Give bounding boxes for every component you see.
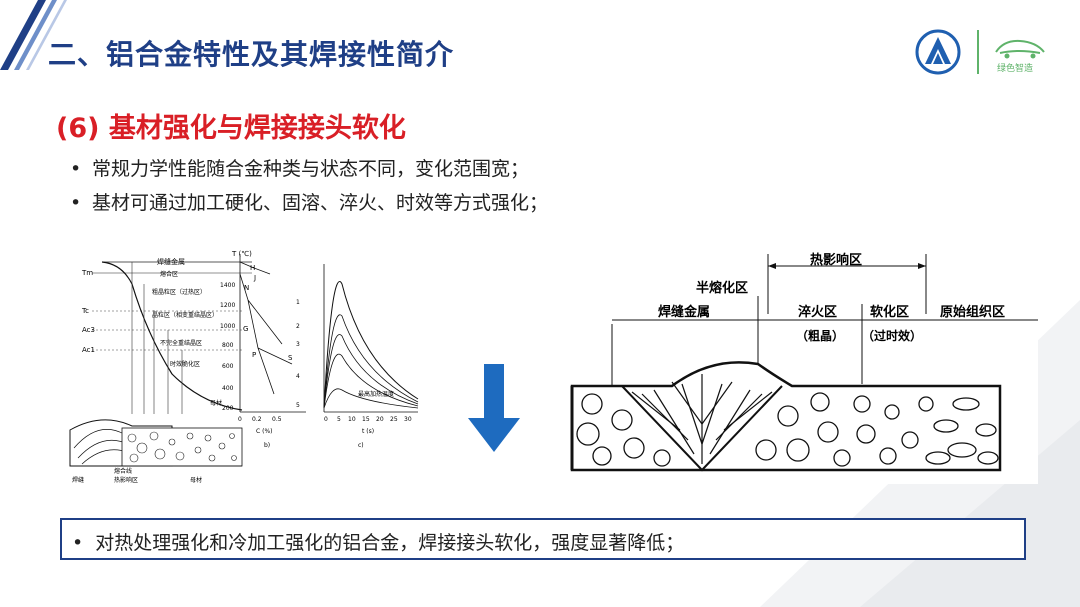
letter: G xyxy=(243,325,248,333)
green-car-logo-icon xyxy=(995,39,1045,59)
letter: S xyxy=(288,354,293,362)
label-original: 原始组织区 xyxy=(940,304,1005,320)
number: 4 xyxy=(296,373,300,380)
number: 2 xyxy=(296,323,300,330)
temp-tick: 400 xyxy=(222,385,234,392)
page-title: 二、铝合金特性及其焊接性简介 xyxy=(48,38,455,71)
label-normal: 晶粒区（相变重结晶区） xyxy=(152,311,218,319)
label-parent: 母材 xyxy=(190,476,202,484)
bullet-list: •常规力学性能随合金种类与状态不同，变化范围宽； •基材可通过加工硬化、固溶、淬… xyxy=(70,152,548,220)
label-weld: 焊缝 xyxy=(72,476,84,484)
label-fusion-line: 熔合线 xyxy=(114,467,132,475)
t-axis-label: t (s) xyxy=(362,428,374,435)
label-max-temp: 最高加热温度 xyxy=(358,390,394,398)
number: 3 xyxy=(296,341,300,348)
letter: H xyxy=(250,264,255,272)
label-over-aged: （过时效） xyxy=(862,328,922,343)
label-soft: 软化区 xyxy=(870,304,909,320)
c-tick: 0.2 xyxy=(252,416,262,423)
c-tick: 0.5 xyxy=(272,416,282,423)
mark-ac1: Ac1 xyxy=(82,346,95,354)
weld-zone-diagram: 焊缝金属 T (℃) Tm 熔合区 粗晶粒区（过热区） Tc 晶粒区（相变重结晶… xyxy=(62,244,426,490)
sub-label-b: b) xyxy=(264,442,270,449)
label-aging: 时效脆化区 xyxy=(170,360,200,368)
sub-label-c: c) xyxy=(358,442,364,449)
t-tick: 5 xyxy=(337,416,341,423)
label-coarse: （粗晶） xyxy=(796,328,844,343)
mark-tm: Tm xyxy=(81,269,93,277)
mark-tc: Tc xyxy=(81,307,89,315)
brand-text: 绿色智造 xyxy=(997,64,1034,74)
label-weld-metal: 焊缝金属 xyxy=(157,257,185,266)
logo-divider xyxy=(977,30,979,74)
label-weld-metal: 焊缝金属 xyxy=(658,304,710,320)
label-haz: 热影响区 xyxy=(810,252,862,268)
header-stripes xyxy=(0,0,67,70)
bullet-item: •基材可通过加工硬化、固溶、淬火、时效等方式强化； xyxy=(70,192,549,214)
letter: P xyxy=(252,351,256,359)
bullet-item: •常规力学性能随合金种类与状态不同，变化范围宽； xyxy=(70,158,530,180)
t-tick: 10 xyxy=(348,416,356,423)
temp-tick: 1400 xyxy=(220,282,235,289)
t-tick: 30 xyxy=(404,416,412,423)
label-partial: 不完全重结晶区 xyxy=(160,339,202,347)
t-tick: 20 xyxy=(376,416,384,423)
t-tick: 15 xyxy=(362,416,370,423)
label-partial-melt: 半熔化区 xyxy=(696,280,748,296)
c-axis-label: C (%) xyxy=(256,428,272,435)
temp-tick: 1000 xyxy=(220,323,235,330)
label-haz: 热影响区 xyxy=(114,476,138,484)
summary-box: • 对热处理强化和冷加工强化的铝合金，焊接接头软化，强度显著降低； xyxy=(60,518,1026,560)
weld-joint-zones-diagram: 热影响区 半熔化区 焊缝金属 淬火区 （粗晶） 软化区 （过时效） 原始组织区 xyxy=(562,244,1038,484)
temp-tick: 600 xyxy=(222,363,234,370)
label-fusion: 熔合区 xyxy=(160,270,178,278)
number: 5 xyxy=(296,402,300,409)
temp-tick: 1200 xyxy=(220,302,235,309)
mark-ac3: Ac3 xyxy=(82,326,95,334)
t-tick: 25 xyxy=(390,416,398,423)
temp-tick: 800 xyxy=(222,342,234,349)
t-tick: 0 xyxy=(324,416,328,423)
down-arrow-icon xyxy=(468,364,520,452)
c-tick: 0 xyxy=(238,416,242,423)
letter: J xyxy=(253,274,256,282)
temp-axis-label: T (℃) xyxy=(231,250,252,258)
letter: N xyxy=(244,284,249,292)
label-coarse: 粗晶粒区（过热区） xyxy=(152,288,206,296)
temp-tick: 200 xyxy=(222,405,234,412)
number: 1 xyxy=(296,299,300,306)
label-quench: 淬火区 xyxy=(798,304,837,320)
section-heading: (6) 基材强化与焊接接头软化 xyxy=(56,113,406,144)
summary-text: • 对热处理强化和冷加工强化的铝合金，焊接接头软化，强度显著降低； xyxy=(72,532,685,554)
company-logo-icon xyxy=(915,29,961,75)
